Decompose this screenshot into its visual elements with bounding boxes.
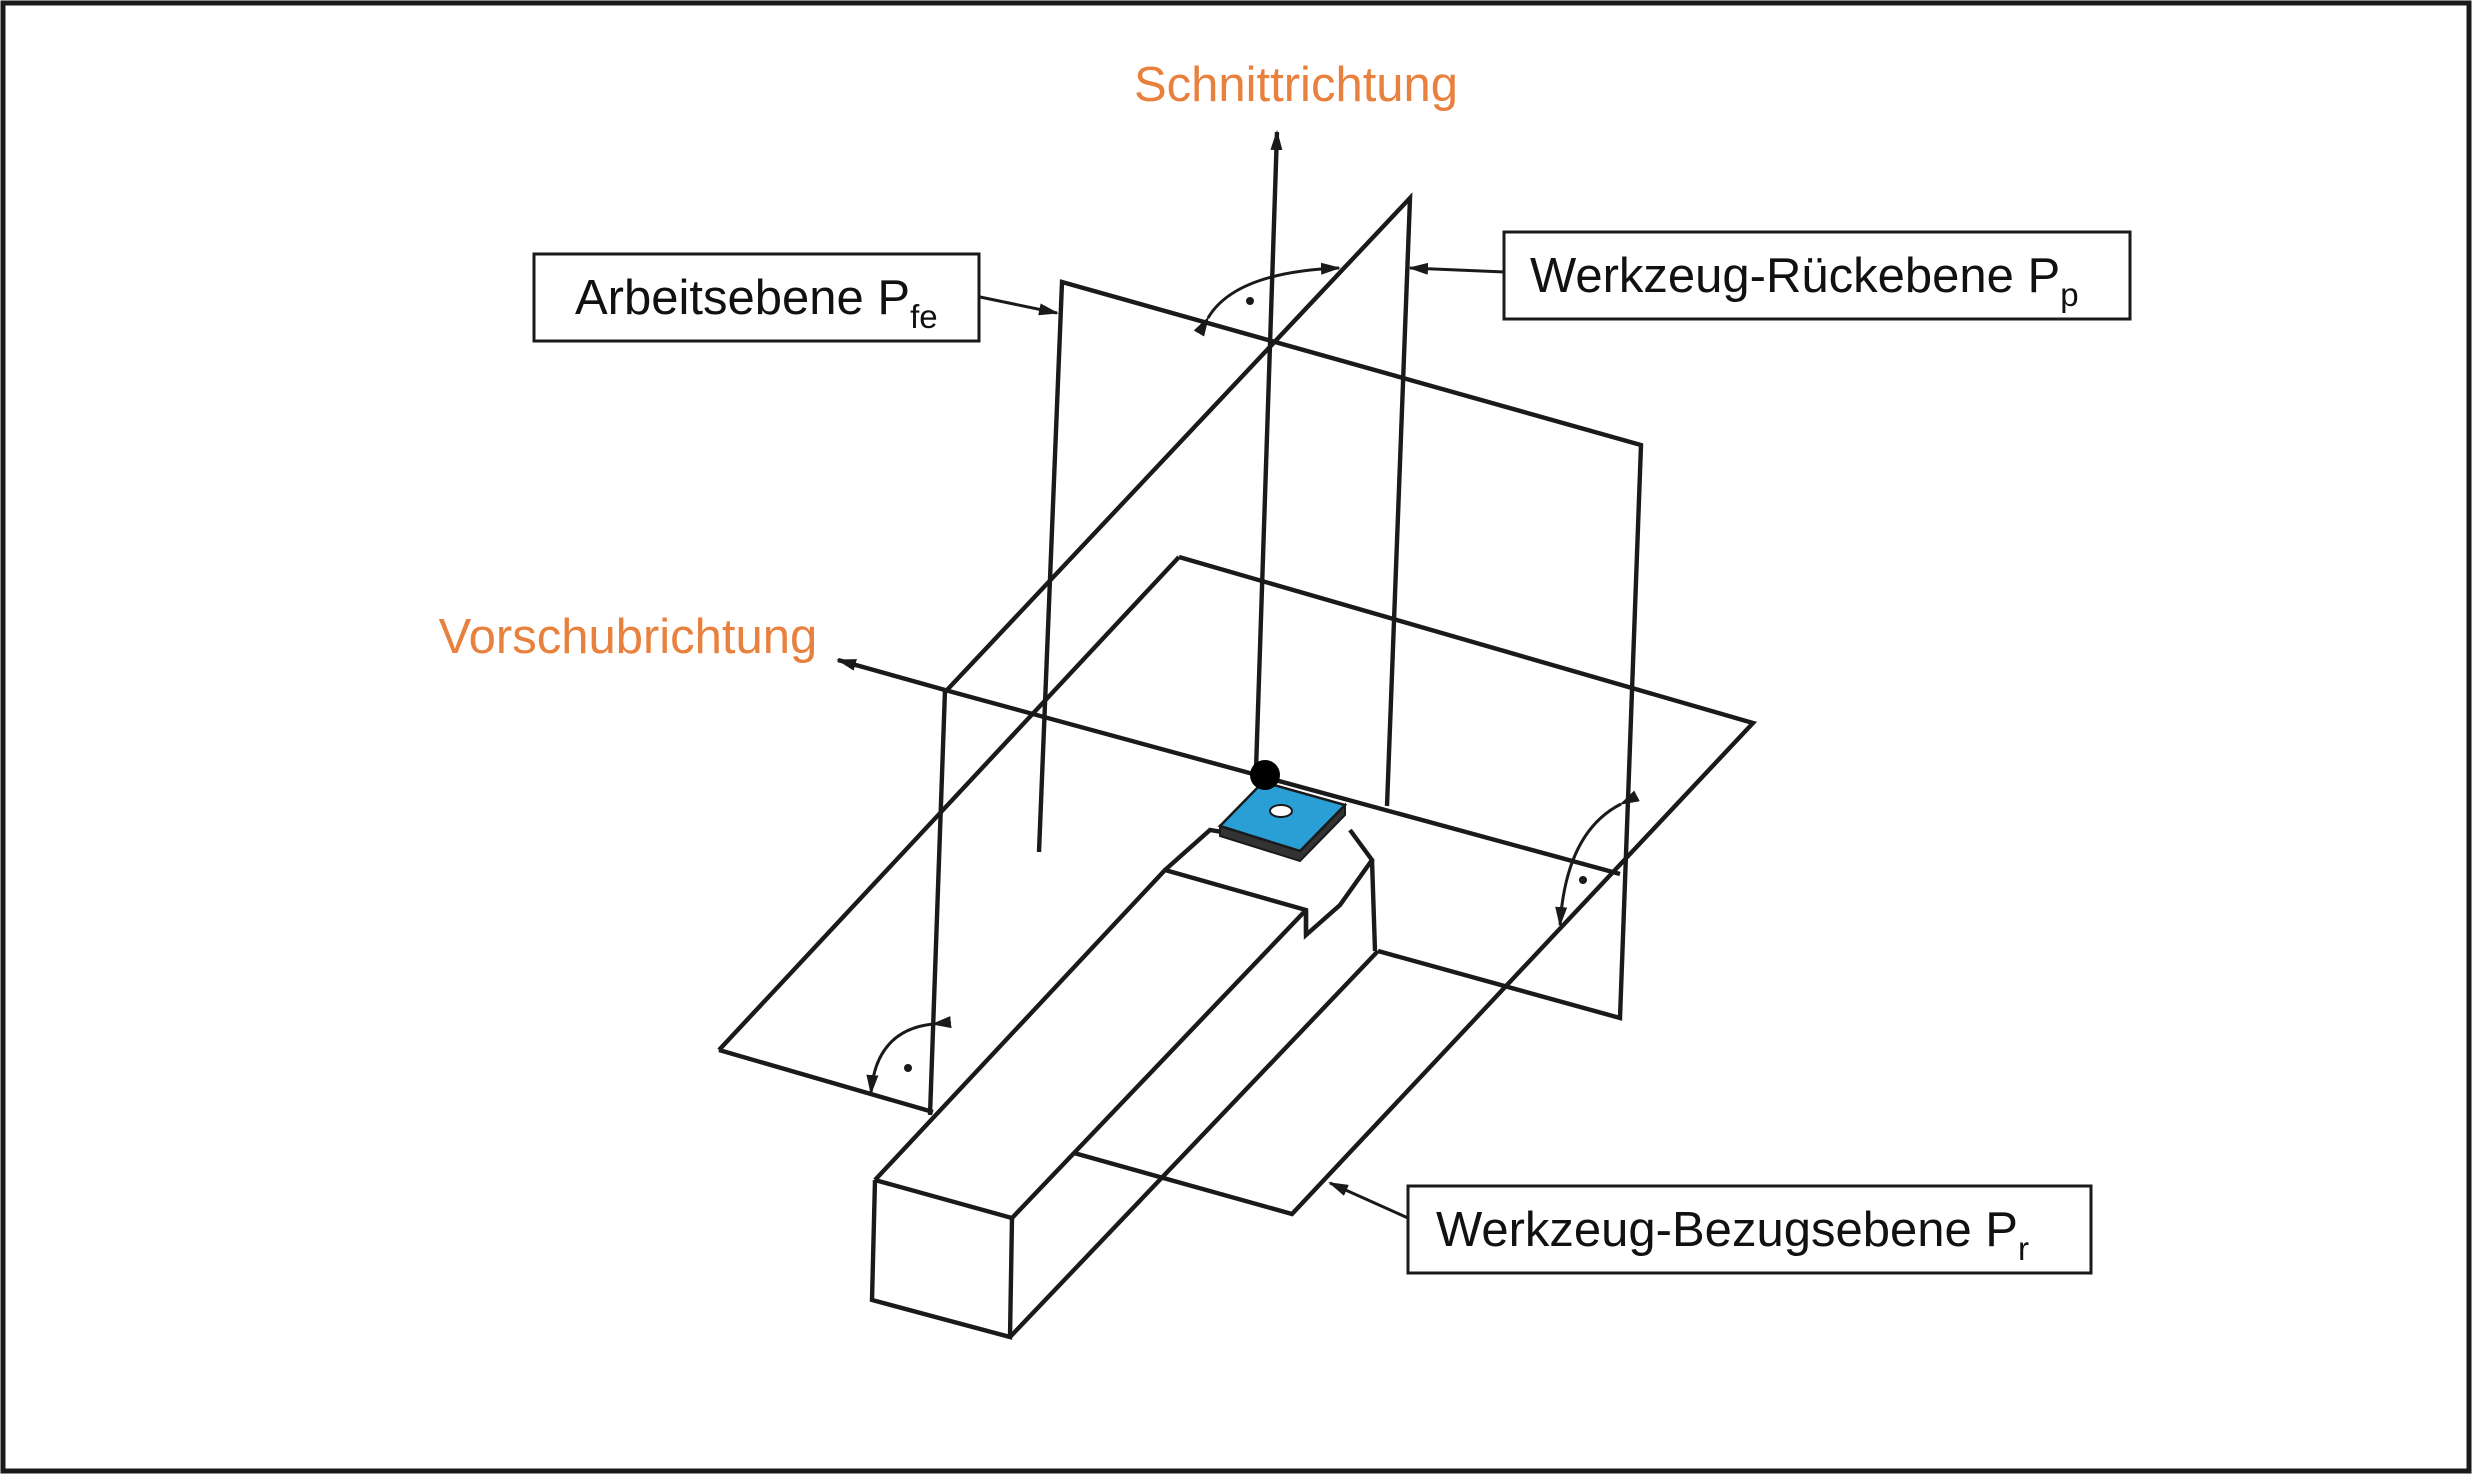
tool-reference-plane-label-sub: r bbox=[2018, 1230, 2029, 1267]
working-plane-label-box: Arbeitsebene Pfe bbox=[532, 252, 981, 343]
tool-reference-plane bbox=[717, 554, 1758, 1217]
tool-back-plane-label: Werkzeug-Rückebene Pp bbox=[1530, 249, 2079, 313]
right-angle-marker-left bbox=[866, 1016, 952, 1095]
right-angle-marker-top bbox=[1193, 262, 1341, 337]
feed-direction-arrow bbox=[836, 657, 946, 693]
tool-reference-plane-front-edge bbox=[718, 1047, 934, 1115]
tool-back-plane-leader bbox=[1408, 262, 1506, 275]
cutting-direction-arrow bbox=[1253, 130, 1283, 771]
working-plane-label-sub: fe bbox=[910, 298, 938, 335]
cutting-insert bbox=[1217, 780, 1348, 863]
tool-reference-plane-label: Werkzeug-Bezugsebene Pr bbox=[1436, 1203, 2029, 1267]
tool-shank bbox=[869, 827, 1380, 1340]
tool-reference-plane-left-diagonal bbox=[717, 555, 1181, 1052]
cutting-edge-line bbox=[944, 687, 1621, 877]
working-plane-leader bbox=[979, 295, 1059, 316]
tool-reference-plane-leader bbox=[1328, 1181, 1409, 1220]
tool-shank-right-bottom-edge bbox=[1008, 949, 1380, 1339]
tool-reference-plane-outline bbox=[1073, 554, 1758, 1217]
tool-back-plane-left-edge bbox=[927, 689, 948, 1116]
cutting-insert-hole bbox=[1269, 804, 1293, 818]
tool-reference-plane-label-base: Werkzeug-Bezugsebene P bbox=[1436, 1203, 2018, 1257]
tool-shank-front-face bbox=[869, 1177, 1015, 1340]
tool-reference-plane-label-box: Werkzeug-Bezugsebene Pr bbox=[1406, 1184, 2093, 1275]
working-plane-label-base: Arbeitsebene P bbox=[575, 271, 910, 325]
working-plane bbox=[1036, 279, 1644, 1021]
tool-shank-top-face bbox=[873, 828, 1375, 1182]
tool-back-plane-label-base: Werkzeug-Rückebene P bbox=[1530, 249, 2060, 303]
right-angle-marker-right bbox=[1555, 790, 1640, 927]
working-plane-outline bbox=[1036, 279, 1644, 1021]
feed-direction-label: Vorschubrichtung bbox=[439, 610, 818, 664]
tool-tip-point bbox=[1250, 760, 1280, 790]
cutting-direction-label: Schnittrichtung bbox=[1134, 58, 1458, 112]
tool-back-plane-label-sub: p bbox=[2060, 276, 2078, 313]
tool-shank-step-vertical bbox=[1369, 859, 1378, 952]
tool-back-plane-outline bbox=[945, 192, 1413, 807]
working-plane-label: Arbeitsebene Pfe bbox=[575, 271, 938, 335]
tool-back-plane bbox=[927, 192, 1413, 1116]
tool-back-plane-label-box: Werkzeug-Rückebene Pp bbox=[1502, 230, 2132, 321]
tool-shank-right-top-edge bbox=[1010, 908, 1308, 1220]
